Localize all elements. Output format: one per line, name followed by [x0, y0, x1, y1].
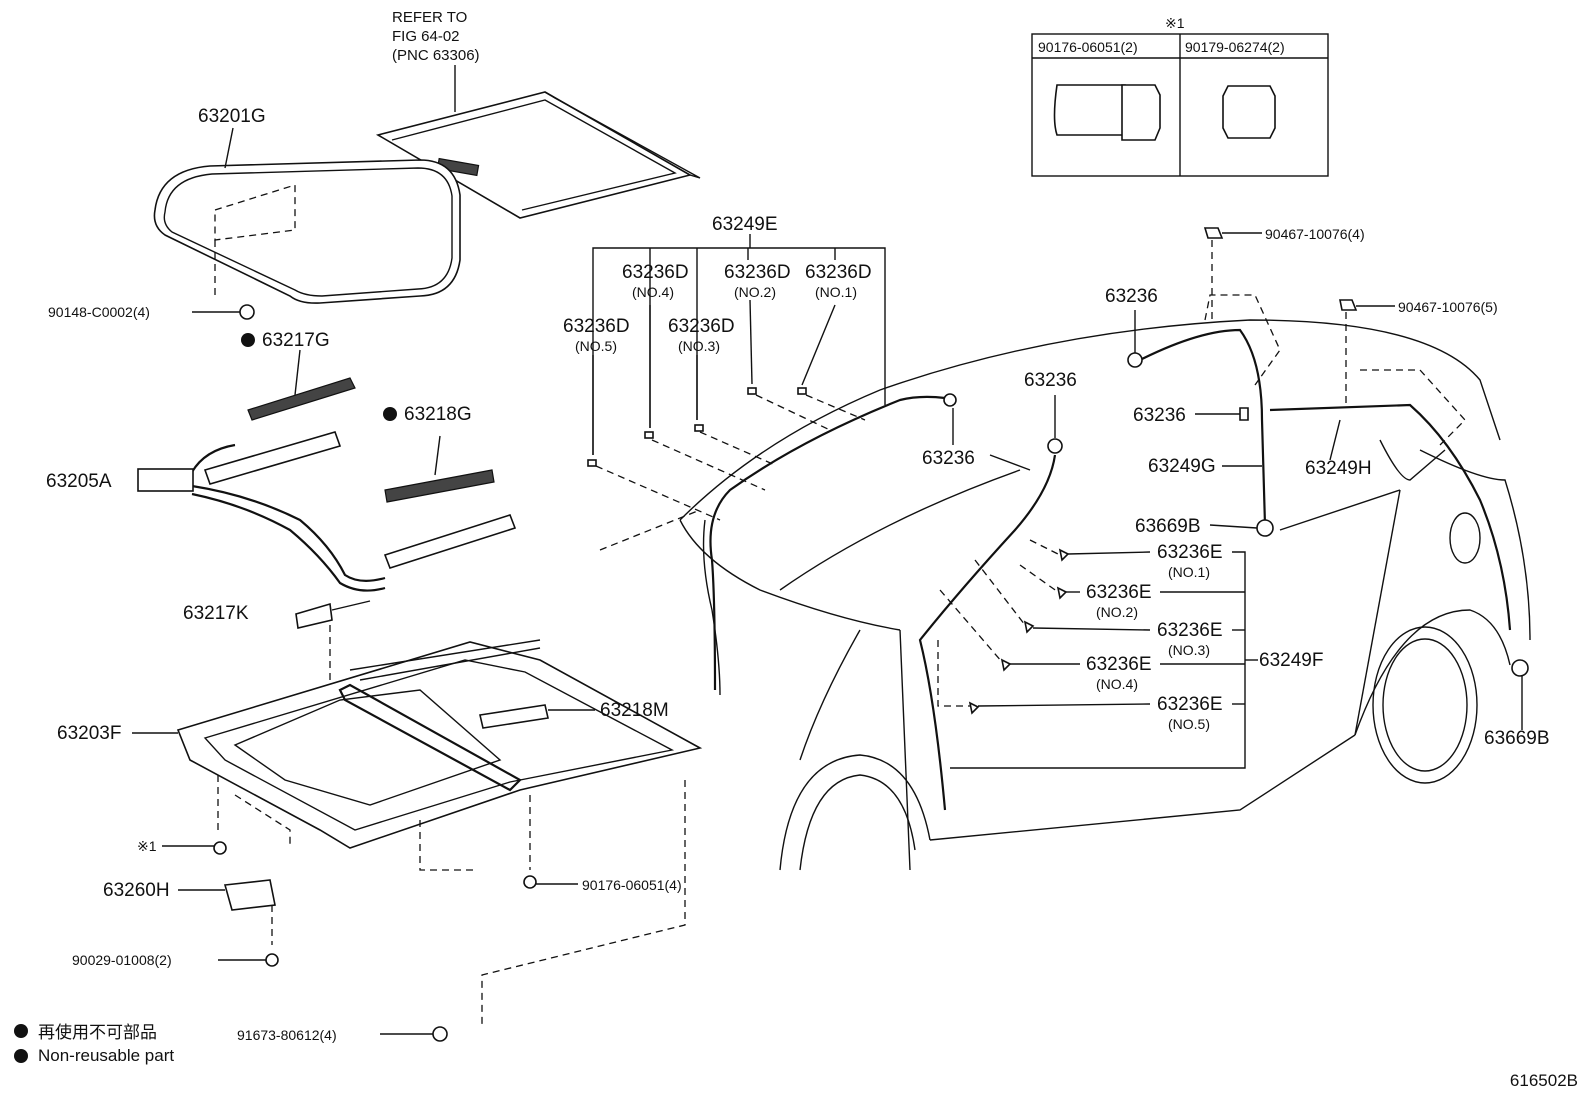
label-63217k: 63217K — [183, 603, 249, 624]
legend-row-en: Non-reusable part — [14, 1043, 174, 1068]
label-63236e-no5: 63236E — [1157, 694, 1223, 715]
figure-code: 616502B — [1509, 1071, 1578, 1090]
screw-90029 — [218, 953, 279, 967]
label-63236-d: 63236 — [922, 448, 975, 469]
label-63218g: 63218G — [404, 404, 472, 425]
label-63236-a: 63236 — [1105, 286, 1158, 307]
label-63236d-no5-sub: (NO.5) — [575, 338, 617, 354]
label-63203f: 63203F — [57, 723, 121, 744]
drain-hose-63249h — [1269, 403, 1529, 677]
label-90148: 90148-C0002(4) — [48, 304, 150, 320]
label-63236d-no4-sub: (NO.4) — [632, 284, 674, 300]
label-63236e-no2: 63236E — [1086, 582, 1152, 603]
label-63236d-no4: 63236D — [622, 262, 689, 283]
motor-63260h — [178, 879, 276, 945]
clip-90467-front — [1203, 227, 1262, 320]
label-63236e-no5-sub: (NO.5) — [1168, 716, 1210, 732]
non-reusable-dot — [241, 333, 255, 347]
legend-dot — [14, 1048, 28, 1063]
bracket-63218m — [479, 704, 549, 729]
bracket-63217k — [295, 602, 333, 629]
bolt-90148 — [192, 304, 255, 320]
label-63669b-a: 63669B — [1135, 516, 1201, 537]
deflector-strip-63217g — [247, 377, 356, 421]
label-63218m: 63218M — [600, 700, 669, 721]
label-90467-b: 90467-10076(5) — [1398, 299, 1498, 315]
drain-hose-63249e — [709, 393, 957, 691]
label-63236d-no5: 63236D — [563, 316, 630, 337]
fastener-table — [1031, 33, 1329, 177]
nut-note1 — [162, 841, 227, 855]
clip-d-group — [587, 387, 807, 467]
label-63249e: 63249E — [712, 214, 778, 235]
clip-90467-rear — [1339, 299, 1395, 405]
refer-line3: (PNC 63306) — [392, 47, 480, 64]
label-63236-c: 63236 — [1133, 405, 1186, 426]
label-63236-b: 63236 — [1024, 370, 1077, 391]
refer-line2: FIG 64-02 — [392, 28, 460, 45]
legend-text-jp: 再使用不可部品 — [38, 1023, 157, 1042]
label-63249h: 63249H — [1305, 458, 1372, 479]
legend: 再使用不可部品 Non-reusable part — [14, 1018, 174, 1068]
label-90467-a: 90467-10076(4) — [1265, 226, 1365, 242]
label-63217g: 63217G — [262, 330, 330, 351]
label-63236e-no1: 63236E — [1157, 542, 1223, 563]
label-90029: 90029-01008(2) — [72, 952, 172, 968]
label-63236d-no2-sub: (NO.2) — [734, 284, 776, 300]
table-col1: 90176-06051(2) — [1038, 39, 1138, 55]
bolt-91673 — [380, 1026, 448, 1042]
table-col2: 90179-06274(2) — [1185, 39, 1285, 55]
screw-90176 — [523, 875, 578, 889]
label-63201g: 63201G — [198, 106, 266, 127]
label-63236d-no1-sub: (NO.1) — [815, 284, 857, 300]
label-90176: 90176-06051(4) — [582, 877, 682, 893]
label-63236e-no4: 63236E — [1086, 654, 1152, 675]
label-63236d-no1: 63236D — [805, 262, 872, 283]
label-91673: 91673-80612(4) — [237, 1027, 337, 1043]
drain-hose-63249g — [1127, 328, 1274, 537]
label-63236d-no3-sub: (NO.3) — [678, 338, 720, 354]
legend-text-en: Non-reusable part — [38, 1045, 175, 1065]
label-63236e-no2-sub: (NO.2) — [1096, 604, 1138, 620]
drain-hose-63249f — [918, 438, 1063, 811]
legend-dot — [14, 1023, 28, 1038]
label-63236d-no3: 63236D — [668, 316, 735, 337]
label-63669b-b: 63669B — [1484, 728, 1550, 749]
deflector-strip-63218g — [384, 469, 495, 503]
label-63236e-no4-sub: (NO.4) — [1096, 676, 1138, 692]
label-63236d-no2: 63236D — [724, 262, 791, 283]
label-63236e-no1-sub: (NO.1) — [1168, 564, 1210, 580]
non-reusable-dot — [383, 407, 397, 421]
label-63205a: 63205A — [46, 471, 112, 492]
label-63236e-no3-sub: (NO.3) — [1168, 642, 1210, 658]
drain-hose-63205a — [137, 431, 517, 592]
sunroof-frame — [132, 639, 703, 849]
clip-e-group — [968, 548, 1070, 715]
label-note1: ※1 — [137, 838, 157, 854]
refer-line1: REFER TO — [392, 9, 467, 26]
sunroof-glass — [153, 127, 461, 304]
table-note-mark: ※1 — [1165, 15, 1185, 31]
label-63249g: 63249G — [1148, 456, 1216, 477]
car-body — [599, 294, 1531, 871]
label-63236e-no3: 63236E — [1157, 620, 1223, 641]
label-63260h: 63260H — [103, 880, 170, 901]
label-63249f: 63249F — [1259, 650, 1323, 671]
legend-row-jp: 再使用不可部品 — [14, 1018, 174, 1043]
